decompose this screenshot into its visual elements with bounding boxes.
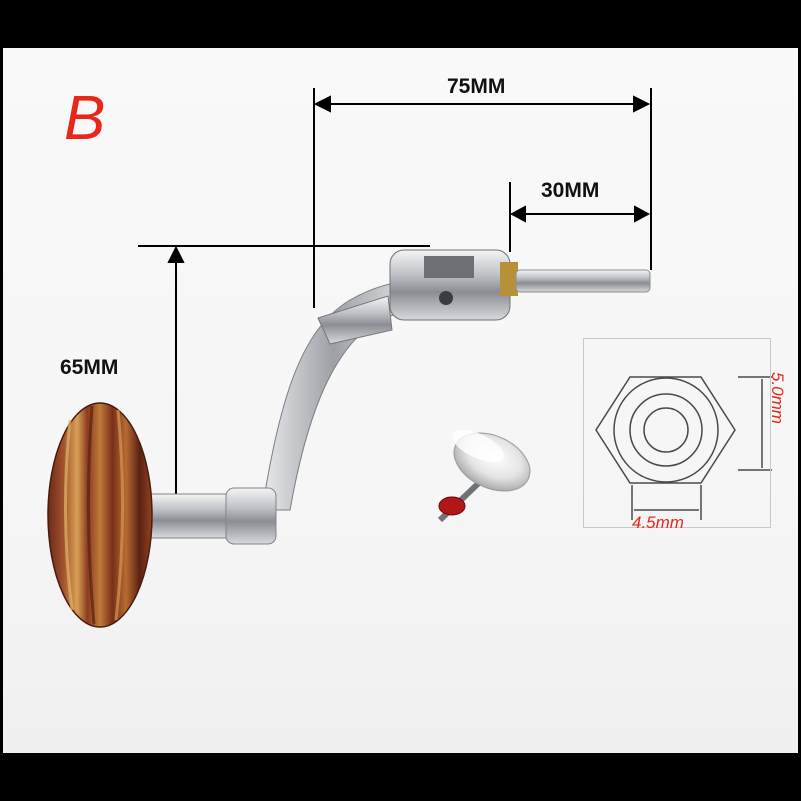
arm-height-label: 65MM <box>60 356 119 379</box>
reel-handle <box>123 249 651 545</box>
nut-drawing <box>595 376 772 520</box>
shaft-length-label: 30MM <box>541 179 600 202</box>
total-length-label: 75MM <box>447 75 506 98</box>
photo-background <box>3 48 798 753</box>
variant-label: B <box>64 84 106 153</box>
wood-knob <box>47 402 153 628</box>
nut-width-label: 4.5mm <box>632 513 684 532</box>
screw-knob <box>437 429 531 523</box>
nut-height-label: 5.0mm <box>768 372 787 424</box>
nut-inset-panel <box>583 338 771 528</box>
